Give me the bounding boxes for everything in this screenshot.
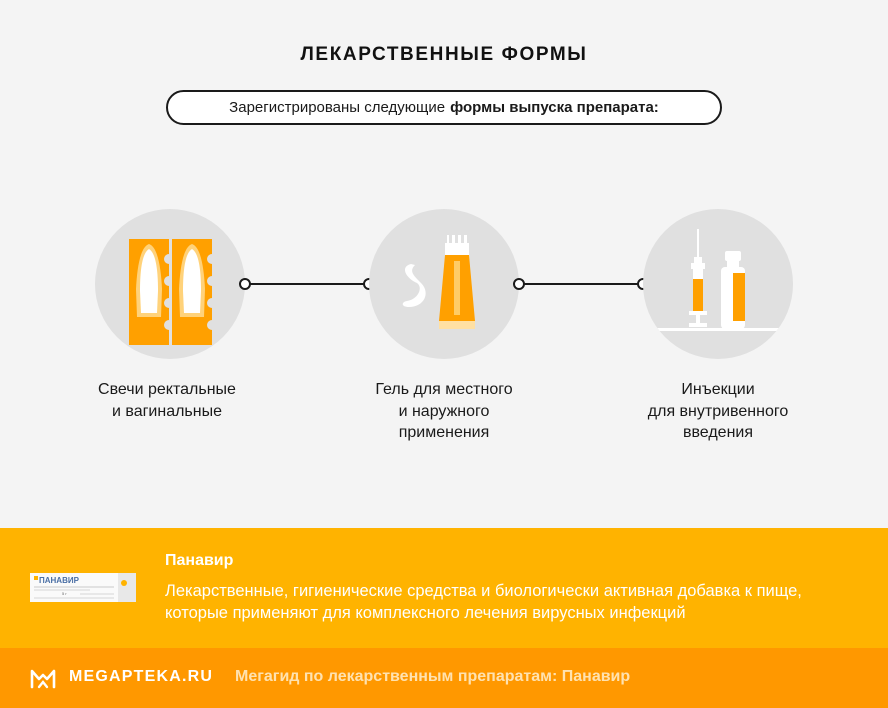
package-brand-text: ПАНАВИР <box>39 576 80 585</box>
intro-banner: Зарегистрированы следующие формы выпуска… <box>166 90 722 125</box>
form-label-line: Инъекции <box>681 381 755 398</box>
form-label-line: и вагинальные <box>111 402 222 420</box>
form-label-injection: Инъекции для внутривенного введения <box>603 379 833 444</box>
form-label-gel: Гель для местного и наружного применения <box>329 379 559 444</box>
site-logo-text[interactable]: MEGAPTEKA.RU <box>69 668 214 685</box>
injection-circle <box>643 209 793 359</box>
connector-1 <box>239 278 375 290</box>
product-name: Панавир <box>165 552 234 569</box>
package-mass-text: 5 г <box>62 591 67 596</box>
product-package-image: ПАНАВИР 5 г <box>30 573 136 602</box>
gel-tube-icon <box>402 235 475 329</box>
footer-tagline: Мегагид по лекарственным препаратам: Пан… <box>235 668 631 685</box>
form-label-line: для внутривенного <box>647 402 789 420</box>
connector-2 <box>513 278 649 290</box>
form-label-line: применения <box>398 424 490 441</box>
page-title: ЛЕКАРСТВЕННЫЕ ФОРМЫ <box>300 44 588 65</box>
product-description: Лекарственные, гигиенические средства и … <box>165 582 802 622</box>
syringe-vial-icon <box>643 229 793 331</box>
gel-circle <box>369 209 519 359</box>
form-label-line: Гель для местного <box>375 381 513 398</box>
form-label-line: введения <box>682 424 754 441</box>
footer-bar <box>0 648 888 708</box>
product-band <box>0 528 888 648</box>
megapteka-logo-icon[interactable] <box>30 667 56 689</box>
intro-bold-text: формы выпуска препарата: <box>450 99 659 116</box>
form-label-line: Свечи ректальные <box>98 381 236 398</box>
suppository-icon <box>129 239 212 345</box>
form-label-line: и наружного <box>398 402 490 420</box>
intro-text: Зарегистрированы следующие <box>229 99 446 116</box>
suppository-circle <box>95 209 245 359</box>
form-label-suppositories: Свечи ректальные и вагинальные <box>52 379 282 422</box>
